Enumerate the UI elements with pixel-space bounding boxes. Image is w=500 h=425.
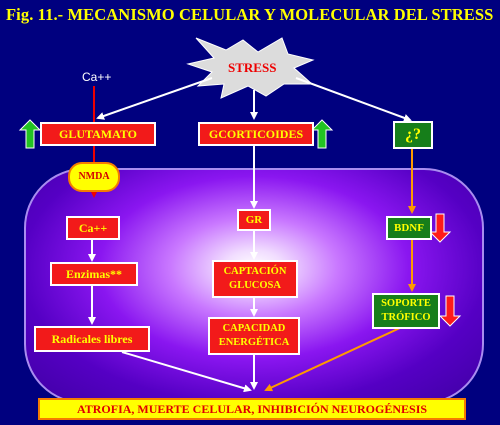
capacidad-energetica-box: CAPACIDAD ENERGÉTICA [208, 317, 300, 355]
radicales-libres-box: Radicales libres [34, 326, 150, 352]
soporte-line1: SOPORTE [381, 298, 431, 309]
radicales-to-outcome-arrow [121, 351, 252, 393]
soporte-down-arrow [438, 295, 462, 327]
stress-to-unknown-arrow [295, 77, 412, 122]
calcium-inside-box: Ca++ [66, 216, 120, 240]
stress-label: STRESS [228, 60, 277, 75]
soporte-line2: TRÓFICO [381, 312, 431, 323]
stress-to-glutamato-arrow [96, 77, 213, 120]
bdnf-down-arrow [428, 213, 452, 243]
stress-starburst [186, 37, 315, 99]
soporte-trofico-box: SOPORTE TRÓFICO [372, 293, 440, 329]
capacidad-line1: CAPACIDAD [222, 323, 286, 334]
captacion-line2: GLUCOSA [229, 280, 281, 291]
gr-box: GR [237, 209, 271, 231]
figure-title: Fig. 11.- MECANISMO CELULAR Y MOLECULAR … [6, 5, 494, 24]
gcorticoides-box: GCORTICOIDES [198, 122, 314, 146]
outcome-bar: ATROFIA, MUERTE CELULAR, INHIBICIÓN NEUR… [38, 398, 466, 420]
glutamato-up-arrow [18, 119, 42, 149]
capacidad-line2: ENERGÉTICA [218, 337, 290, 348]
calcium-outside-label: Ca++ [82, 70, 112, 84]
glutamato-box: GLUTAMATO [40, 122, 156, 146]
enzimas-box: Enzimas** [50, 262, 138, 286]
nmda-receptor: NMDA [68, 162, 120, 192]
captacion-line1: CAPTACIÓN [223, 266, 287, 277]
unknown-factor-box: ¿? [393, 121, 433, 149]
captacion-glucosa-box: CAPTACIÓN GLUCOSA [212, 260, 298, 298]
soporte-to-outcome-arrow [264, 326, 403, 392]
gcorticoides-up-arrow [310, 119, 334, 149]
bdnf-box: BDNF [386, 216, 432, 240]
